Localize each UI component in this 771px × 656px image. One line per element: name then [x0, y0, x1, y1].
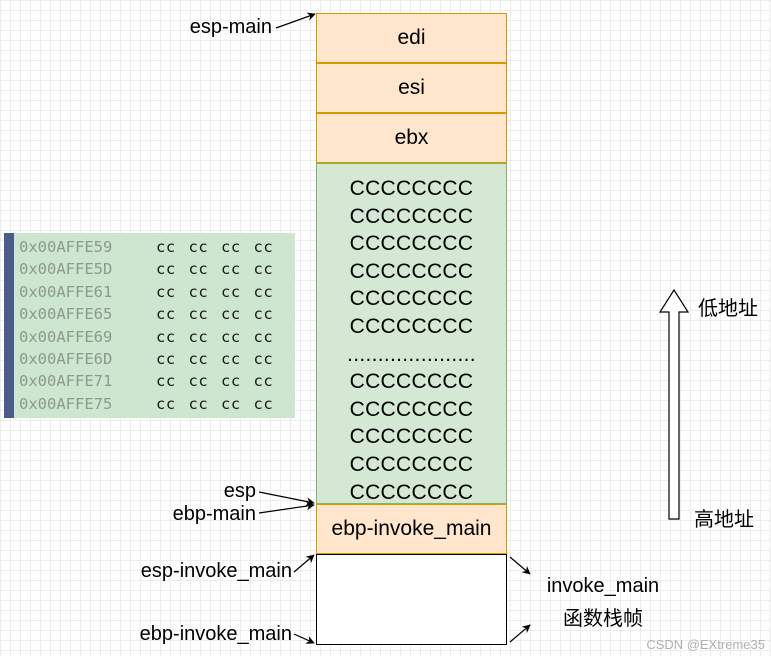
- stack-slot-edi-label: edi: [397, 26, 426, 49]
- memory-address: 0x00AFFE69: [19, 327, 113, 346]
- memory-bytes: cc cc cc cc: [156, 394, 274, 413]
- stack-cc-line: CCCCCCCC: [349, 232, 474, 256]
- stack-cc-line: CCCCCCCC: [349, 480, 474, 504]
- memory-dump-panel: 0x00AFFE59 cc cc cc cc 0x00AFFE5D cc cc cc …: [4, 233, 295, 418]
- memory-bytes: cc cc cc cc: [156, 372, 274, 391]
- arrow-esp: [258, 491, 315, 506]
- label-ebp-invoke-main: ebp-invoke_main: [139, 623, 292, 645]
- label-low-address: 低地址: [698, 298, 758, 320]
- memory-bytes: cc cc cc cc: [156, 260, 274, 279]
- arrow-ebp-main: [258, 501, 315, 514]
- memory-row: 0x00AFFE65 cc cc cc cc: [19, 303, 273, 326]
- memory-address: 0x00AFFE65: [19, 305, 113, 324]
- memory-address: 0x00AFFE6D: [19, 350, 113, 368]
- memory-address: 0x00AFFE59: [19, 238, 113, 256]
- stack-cc-line: CCCCCCCC: [349, 177, 474, 200]
- memory-panel-bar: [4, 233, 14, 418]
- memory-row: 0x00AFFE6D cc cc cc cc: [19, 348, 273, 371]
- memory-address: 0x00AFFE71: [19, 372, 113, 391]
- stack-slot-esi: esi: [316, 63, 507, 113]
- memory-bytes: cc cc cc cc: [156, 305, 274, 324]
- memory-row: 0x00AFFE59 cc cc cc cc: [19, 236, 273, 259]
- arrow-ebp-invoke-main: [293, 633, 315, 644]
- stack-cc-line: .....................: [347, 342, 476, 366]
- stack-cc-line: CCCCCCCC: [349, 452, 474, 476]
- memory-bytes: cc cc cc cc: [156, 282, 274, 301]
- label-esp: esp: [223, 480, 256, 502]
- invoke-main-frame-block: [316, 554, 507, 645]
- stack-slot-edi: edi: [316, 13, 507, 63]
- stack-cc-line: CCCCCCCC: [349, 370, 474, 394]
- stack-slot-esi-label: esi: [398, 76, 425, 99]
- label-esp-invoke-main: esp-invoke_main: [140, 560, 292, 582]
- stack-cc-line: CCCCCCCC: [349, 397, 474, 421]
- stack-cc-line: CCCCCCCC: [349, 259, 474, 283]
- memory-row: 0x00AFFE71 cc cc cc cc: [19, 370, 273, 393]
- stack-local-area: CCCCCCCC CCCCCCCC CCCCCCCC CCCCCCCC CCCCCCCC…: [316, 163, 507, 504]
- memory-row: 0x00AFFE61 cc cc cc cc: [19, 281, 273, 304]
- watermark: CSDN @EXtreme35: [646, 637, 765, 652]
- stack-slot-ebp-invoke-main-label: ebp-invoke_main: [331, 517, 492, 540]
- stack-cc-line: CCCCCCCC: [349, 425, 474, 449]
- address-direction-arrow: [658, 288, 690, 520]
- label-ebp-main: ebp-main: [172, 503, 256, 525]
- arrow-esp-invoke-main: [293, 554, 315, 573]
- memory-row: 0x00AFFE75 cc cc cc cc: [19, 393, 273, 416]
- stack-slot-ebx-label: ebx: [394, 126, 429, 149]
- arrow-frame-top: [509, 556, 531, 575]
- memory-bytes: cc cc cc cc: [156, 327, 274, 346]
- memory-row: 0x00AFFE69 cc cc cc cc: [19, 326, 273, 349]
- stack-cc-line: CCCCCCCC: [349, 314, 474, 338]
- label-invoke-main: invoke_main: [546, 575, 660, 597]
- label-function-stack-frame: 函数栈帧: [563, 608, 643, 630]
- arrow-esp-main: [275, 12, 316, 29]
- memory-address: 0x00AFFE61: [19, 282, 113, 301]
- label-high-address: 高地址: [694, 509, 754, 531]
- label-esp-main: esp-main: [189, 16, 272, 38]
- stack-cc-line: CCCCCCCC: [349, 204, 474, 228]
- stack-cc-line: CCCCCCCC: [349, 287, 474, 311]
- memory-row: 0x00AFFE5D cc cc cc cc: [19, 258, 273, 281]
- stack-slot-ebp-invoke-main: ebp-invoke_main: [316, 504, 507, 554]
- memory-address: 0x00AFFE75: [19, 394, 113, 413]
- memory-bytes: cc cc cc cc: [156, 238, 274, 256]
- memory-bytes: cc cc cc cc: [156, 350, 274, 368]
- stack-slot-ebx: ebx: [316, 113, 507, 163]
- arrow-frame-bottom: [509, 624, 531, 643]
- memory-address: 0x00AFFE5D: [19, 260, 113, 279]
